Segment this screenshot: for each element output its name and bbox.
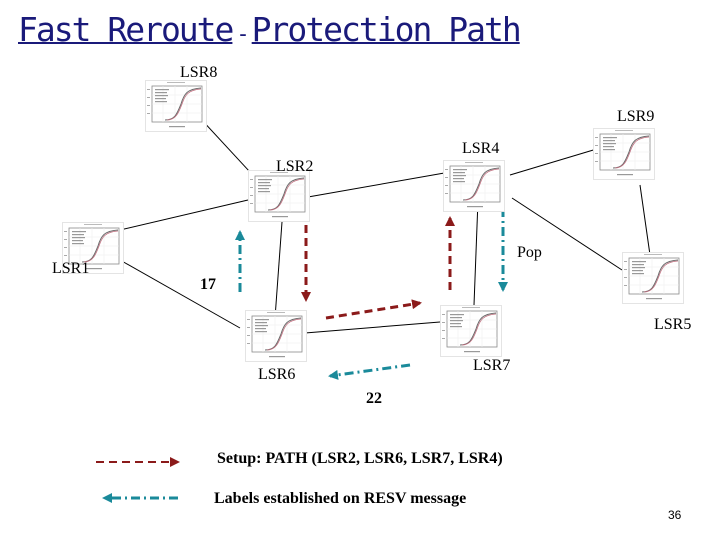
- legend-path-text: Setup: PATH (LSR2, LSR6, LSR7, LSR4): [217, 450, 503, 467]
- router-screen-icon: [248, 170, 310, 222]
- label-pop: Pop: [517, 244, 542, 261]
- link-lsr4-lsr7: [473, 199, 479, 306]
- router-screen-icon: [245, 310, 307, 362]
- title-sub: Protection Path: [251, 10, 522, 49]
- link-lsr1-lsr2: [119, 199, 249, 231]
- router-screen-icon: [145, 80, 207, 132]
- router-screen-icon: [62, 222, 124, 274]
- label-22: 22: [366, 390, 382, 407]
- legend-resv-text: Labels established on RESV message: [214, 490, 467, 507]
- link-lsr6-lsr7: [304, 321, 441, 334]
- label-lsr5: LSR5: [654, 316, 692, 333]
- label-lsr9: LSR9: [617, 108, 655, 125]
- link-lsr1-lsr6: [119, 259, 241, 329]
- router-screen-icon: [443, 160, 505, 212]
- label-lsr2: LSR2: [276, 158, 314, 175]
- path-arrow-lsr6-lsr7: [325, 299, 422, 320]
- link-lsr4-lsr5: [511, 197, 623, 271]
- resv-arrow-lsr7-lsr6: [328, 363, 411, 380]
- label-17: 17: [200, 276, 216, 293]
- label-lsr8: LSR8: [180, 64, 218, 81]
- label-lsr4: LSR4: [462, 140, 500, 157]
- link-lsr2-lsr6: [274, 221, 283, 319]
- slide-number: 36: [668, 508, 682, 522]
- link-lsr2-lsr4: [307, 171, 451, 198]
- router-screen-icon: [593, 128, 655, 180]
- router-screen-icon: [440, 305, 502, 357]
- link-lsr9-lsr5: [639, 184, 651, 256]
- title-separator: -: [236, 22, 249, 47]
- label-lsr7: LSR7: [473, 357, 511, 374]
- link-lsr4-lsr9: [509, 147, 601, 176]
- router-screen-icon: [622, 252, 684, 304]
- label-lsr1: LSR1: [52, 260, 90, 277]
- title-main: Fast Reroute: [18, 10, 234, 49]
- slide-title: Fast Reroute-Protection Path: [18, 10, 522, 49]
- label-lsr6: LSR6: [258, 366, 296, 383]
